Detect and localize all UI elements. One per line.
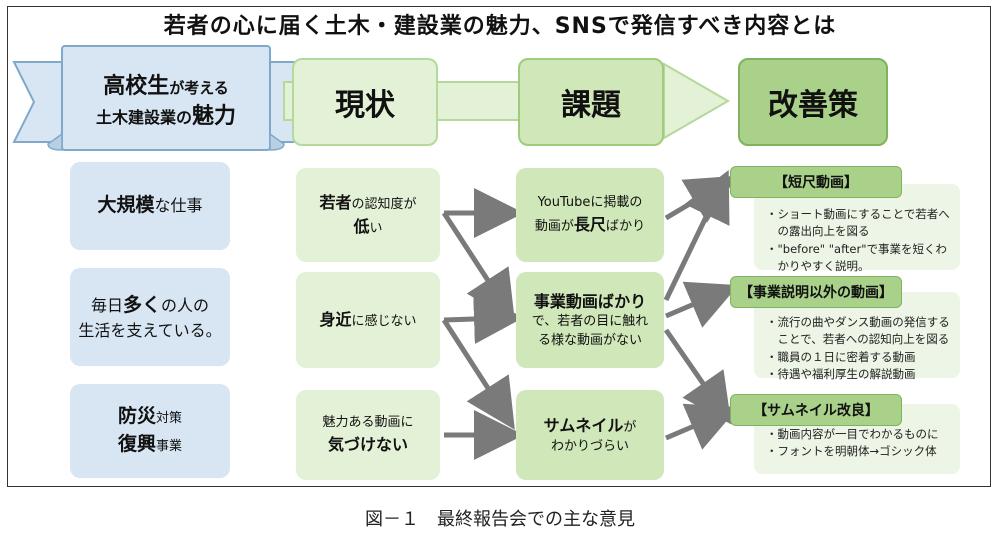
current-box-3: 魅力ある動画に 気づけない (296, 390, 440, 480)
appeal-2-strong: 多く (122, 293, 161, 316)
header-current-label: 現状 (335, 88, 395, 123)
solution-3-tag: 【サムネイル改良】 (753, 403, 879, 419)
ribbon-line2-mid: 土木建設業の (95, 108, 192, 127)
solution-1-line: かりやすく説明。 (766, 258, 870, 273)
header-current: 現状 (292, 58, 438, 146)
issue-1-rest2: ばかり (605, 218, 646, 234)
ribbon-line1-small: が考える (169, 79, 229, 98)
issue-1-strong: 長尺 (573, 214, 606, 234)
solution-tag-3: 【サムネイル改良】 (730, 394, 902, 426)
current-1-strong2: 低 (353, 217, 370, 236)
appeal-3-strong1: 防災 (117, 405, 156, 428)
solution-tag-2: 【事業説明以外の動画】 (730, 276, 902, 308)
solution-1-line: の露出向上を図る (766, 224, 870, 239)
issue-3-rest: が (623, 419, 637, 435)
solution-tag-1: 【短尺動画】 (730, 166, 902, 198)
appeal-2-pre: 毎日 (90, 295, 123, 315)
connector-arrows (441, 169, 739, 460)
header-issues: 課題 (518, 58, 664, 146)
issue-box-3: サムネイルが わかりづらい (516, 390, 664, 480)
appeal-box-3: 防災対策 復興事業 (70, 384, 230, 478)
current-3-strong: 気づけない (327, 434, 408, 454)
solution-1-tag: 【短尺動画】 (774, 175, 858, 191)
header-improvements-label: 改善策 (768, 88, 858, 123)
solution-2-line: ・流行の曲やダンス動画の発信する (766, 315, 950, 329)
issue-3-strong: サムネイル (543, 415, 624, 435)
current-1-strong1: 若者 (319, 193, 352, 213)
issue-2-line3: る様な動画がない (537, 332, 642, 348)
issue-1-line1: YouTubeに掲載の (537, 194, 643, 210)
current-2-rest: に感じない (351, 314, 417, 330)
issue-3-line2: わかりづらい (550, 438, 629, 454)
current-3-line1: 魅力ある動画に (322, 414, 414, 430)
solution-box-1: ・ショート動画にすることで若者へ の露出向上を図る ・"before" "aft… (754, 184, 960, 273)
solution-3-line: ・動画内容が一目でわかるものに (766, 427, 939, 441)
solution-1-line: ・ショート動画にすることで若者へ (766, 207, 950, 221)
issue-2-strong: 事業動画ばかり (533, 291, 647, 311)
appeal-2-line2: 生活を支えている。 (78, 321, 222, 341)
solution-3-line: ・フォントを明朝体→ゴシック体 (766, 444, 937, 459)
solution-2-line: ・職員の１日に密着する動画 (766, 349, 916, 364)
current-1-rest2: い (369, 221, 383, 236)
appeal-1-strong: 大規模 (97, 194, 155, 217)
ribbon-line1-strong: 高校生 (103, 74, 170, 100)
appeal-3-rest1: 対策 (156, 411, 183, 427)
appeal-3-rest2: 事業 (156, 439, 183, 454)
solution-2-line: ことで、若者への認知向上を図る (766, 332, 950, 347)
solution-1-line: ・"before" "after"で事業を短くわ (766, 241, 948, 256)
issue-2-line2: で、若者の目に触れ (531, 313, 649, 329)
solution-2-tag: 【事業説明以外の動画】 (739, 285, 893, 301)
current-box-2: 身近に感じない (296, 272, 440, 368)
current-1-rest1: の認知度が (351, 197, 417, 213)
issue-1-pre2: 動画が (534, 218, 574, 234)
issue-box-1: YouTubeに掲載の 動画が長尺ばかり (516, 168, 664, 262)
header-issues-label: 課題 (561, 88, 621, 123)
current-box-1: 若者の認知度が 低い (296, 168, 440, 262)
appeal-2-rest: の人の (161, 295, 210, 315)
ribbon-line2-strong: 魅力 (192, 104, 237, 129)
solution-2-line: ・待遇や福利厚生の解説動画 (766, 366, 916, 381)
diagram-title: 若者の心に届く土木・建設業の魅力、SNSで発信すべき内容とは (163, 14, 837, 39)
figure-caption: 図－１ 最終報告会での主な意見 (365, 509, 635, 530)
issue-box-2: 事業動画ばかり で、若者の目に触れ る様な動画がない (516, 272, 664, 368)
appeal-box-1: 大規模な仕事 (70, 162, 230, 250)
appeal-1-rest: な仕事 (154, 196, 203, 216)
header-improvements: 改善策 (738, 58, 888, 146)
current-2-strong: 身近 (319, 310, 352, 330)
ribbon-label: 高校生が考える 土木建設業の魅力 (66, 56, 266, 148)
appeal-box-2: 毎日多くの人の 生活を支えている。 (70, 268, 230, 366)
appeal-3-strong2: 復興 (117, 433, 156, 455)
